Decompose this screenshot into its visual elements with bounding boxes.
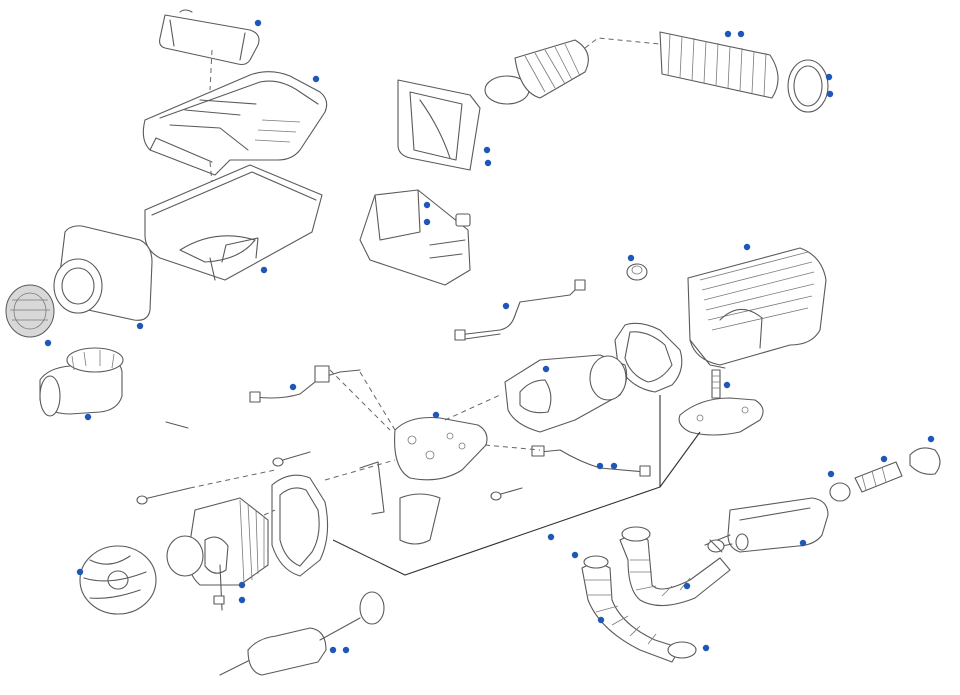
fuel-pump-part [219, 591, 385, 676]
callout-dot-12[interactable] [737, 30, 745, 38]
screws-part [136, 421, 523, 505]
callout-dot-18[interactable] [542, 365, 550, 373]
plug-part [626, 263, 648, 281]
callout-dot-2[interactable] [312, 75, 320, 83]
callout-dot-32[interactable] [702, 644, 710, 652]
flex-hose-part [484, 31, 829, 113]
callout-dot-6[interactable] [84, 413, 92, 421]
callout-dot-10[interactable] [423, 218, 431, 226]
callout-dot-35[interactable] [238, 596, 246, 604]
fan-gasket-part [271, 474, 329, 577]
callout-dot-14[interactable] [826, 90, 834, 98]
air-box-part [397, 79, 481, 171]
upper-cover-part [159, 9, 260, 66]
main-hood-part [142, 71, 328, 176]
oval-gasket-part [678, 397, 764, 436]
pipe-clamp-part [707, 539, 725, 553]
callout-dot-22[interactable] [596, 462, 604, 470]
callout-dot-31[interactable] [597, 616, 605, 624]
overheat-cable-part [249, 365, 361, 403]
combustion-tube-part [504, 354, 628, 433]
callout-dot-30[interactable] [683, 582, 691, 590]
inlet-grille-part [5, 284, 55, 338]
exhaust-hose-part [581, 555, 697, 663]
callout-dot-8[interactable] [484, 159, 492, 167]
sensor-cable-part [531, 445, 651, 477]
inlet-housing-part [53, 225, 153, 321]
callout-dot-26[interactable] [827, 470, 835, 478]
lower-tray-part [144, 164, 323, 281]
burner-plate-part [359, 416, 488, 545]
callout-dot-24[interactable] [927, 435, 935, 443]
leader-lines [332, 395, 701, 576]
control-unit-part [359, 189, 471, 286]
callout-dot-36[interactable] [329, 646, 337, 654]
callout-dot-29[interactable] [571, 551, 579, 559]
callout-dot-20[interactable] [432, 411, 440, 419]
callout-dot-19[interactable] [723, 381, 731, 389]
callout-dot-3[interactable] [260, 266, 268, 274]
impeller-part [79, 545, 157, 615]
callout-dot-4[interactable] [136, 322, 144, 330]
callout-dot-28[interactable] [547, 533, 555, 541]
callout-dot-34[interactable] [238, 581, 246, 589]
silencer-part [704, 497, 829, 553]
elbow-intake-part [39, 347, 124, 417]
callout-dot-16[interactable] [502, 302, 510, 310]
callout-dot-27[interactable] [799, 539, 807, 547]
assembly-lines [189, 49, 541, 516]
exchanger-gasket-part [614, 322, 683, 393]
heat-exchanger-part [687, 247, 827, 369]
callout-dot-37[interactable] [342, 646, 350, 654]
callout-dot-11[interactable] [724, 30, 732, 38]
callout-dot-33[interactable] [76, 568, 84, 576]
callout-markers [44, 19, 935, 654]
callout-dot-21[interactable] [289, 383, 297, 391]
glow-plug-part [711, 369, 721, 399]
exhaust-pipe-part [619, 526, 731, 607]
callout-dot-5[interactable] [44, 339, 52, 347]
callout-dot-25[interactable] [880, 455, 888, 463]
blower-motor-part [166, 497, 269, 611]
callout-dot-9[interactable] [423, 201, 431, 209]
callout-dot-17[interactable] [743, 243, 751, 251]
callout-dot-13[interactable] [825, 73, 833, 81]
callout-dot-7[interactable] [483, 146, 491, 154]
callout-dot-23[interactable] [610, 462, 618, 470]
wire-harness-part [454, 279, 586, 341]
callout-dot-1[interactable] [254, 19, 262, 27]
tail-pipe-part [829, 447, 941, 502]
callout-dot-15[interactable] [627, 254, 635, 262]
